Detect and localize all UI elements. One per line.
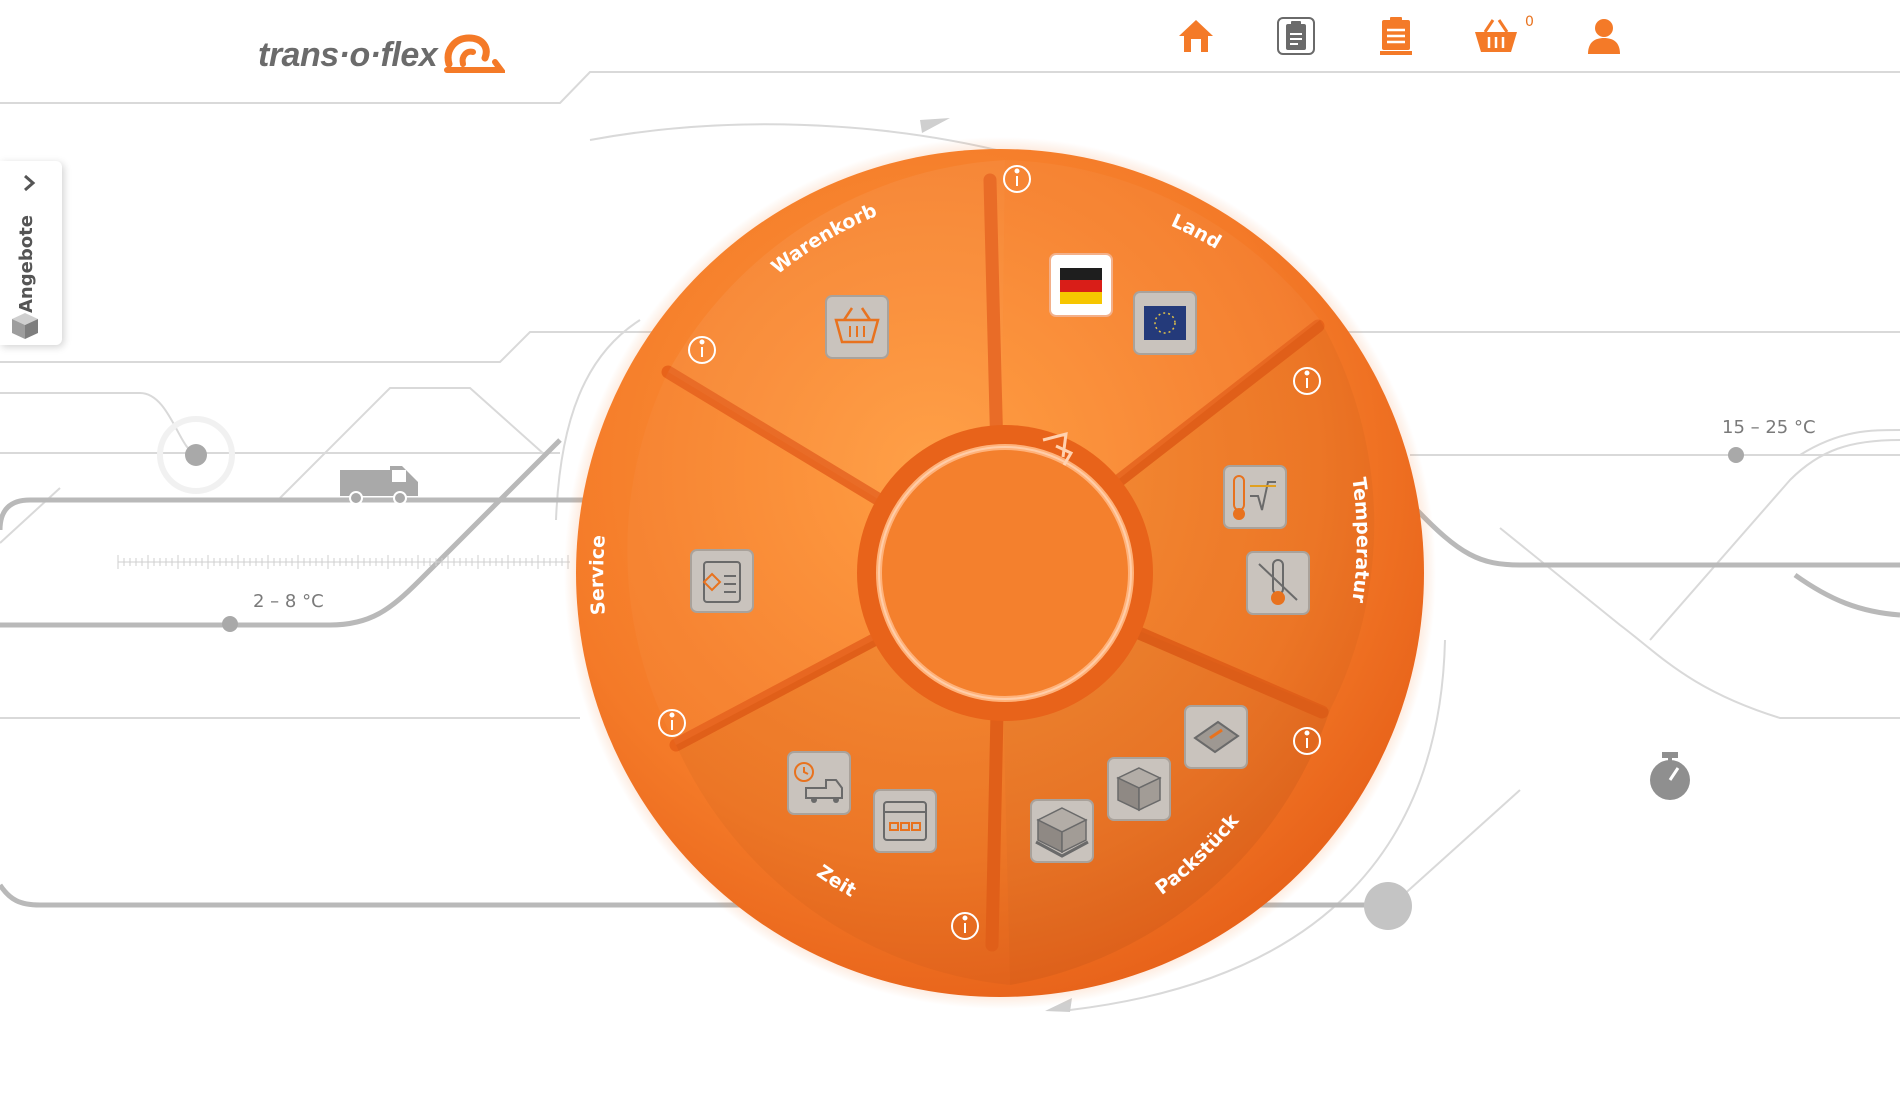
chevron-right-icon <box>24 174 36 192</box>
list-button[interactable] <box>1270 10 1322 62</box>
home-button[interactable] <box>1170 10 1222 62</box>
info-icon-temperatur[interactable] <box>1293 367 1321 395</box>
parcel-box-tile[interactable] <box>1107 757 1171 821</box>
germany-flag-tile[interactable] <box>1049 253 1113 317</box>
logo-swoosh-icon <box>444 34 506 73</box>
clipboard-list-icon <box>1277 17 1315 55</box>
stopwatch-icon <box>1650 752 1690 800</box>
delivery-time-truck-tile[interactable] <box>787 751 851 815</box>
thermometer-warning-tile[interactable] <box>1246 551 1310 615</box>
parcel-letter-tile[interactable] <box>1184 705 1248 769</box>
cart-count-badge: 0 <box>1525 14 1534 30</box>
segment-label-service: Service <box>586 534 610 616</box>
info-icon-land[interactable] <box>1003 165 1031 193</box>
orders-button[interactable] <box>1370 10 1422 62</box>
info-icon-packstueck[interactable] <box>1293 727 1321 755</box>
pallet-tile[interactable] <box>1030 799 1094 863</box>
van-icon <box>340 466 418 505</box>
user-icon <box>1588 19 1620 54</box>
package-icon <box>12 313 38 339</box>
calendar-tile[interactable] <box>873 789 937 853</box>
angebote-side-tab[interactable]: Angebote <box>0 161 62 345</box>
cart-button[interactable] <box>1470 10 1522 62</box>
temp-label-cold: 2 – 8 °C <box>253 591 324 612</box>
user-button[interactable] <box>1578 10 1630 62</box>
info-icon-warenkorb[interactable] <box>688 336 716 364</box>
info-icon-service[interactable] <box>658 709 686 737</box>
logo-text: trans·o·flex <box>258 35 438 74</box>
temperature-graph-tile[interactable] <box>1223 465 1287 529</box>
basket-icon <box>1475 19 1517 52</box>
clipboard-pallet-icon <box>1380 17 1412 55</box>
home-icon <box>1179 20 1213 52</box>
warenkorb-basket-tile[interactable] <box>825 295 889 359</box>
eu-flag-tile[interactable] <box>1133 291 1197 355</box>
chevron-up-icon <box>1042 431 1074 466</box>
wheel-center-button[interactable] <box>878 446 1132 700</box>
info-icon-zeit[interactable] <box>951 912 979 940</box>
temp-label-ambient: 15 – 25 °C <box>1722 417 1816 438</box>
trans-o-flex-logo[interactable]: trans·o·flex <box>258 34 506 76</box>
service-checklist-tile[interactable] <box>690 549 754 613</box>
